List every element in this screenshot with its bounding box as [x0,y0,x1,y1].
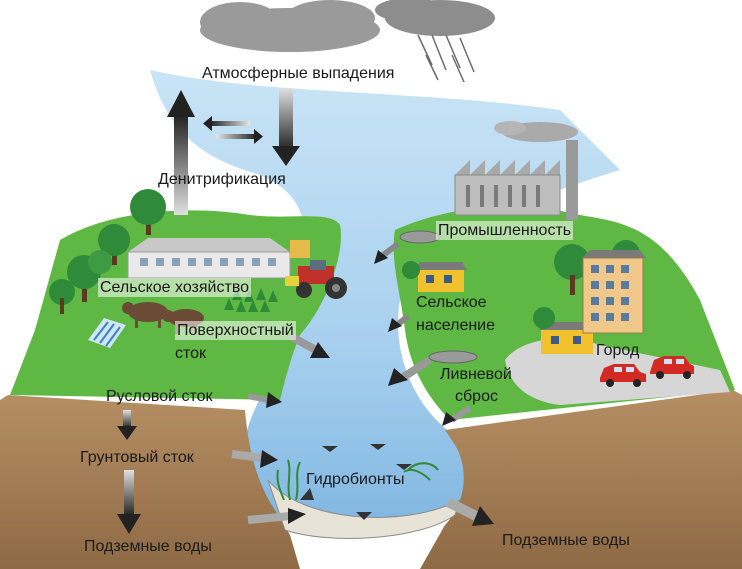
irrigation-icon [88,318,126,348]
rain-icon [417,34,475,83]
pipe-icon [399,230,478,364]
arrow-ground-down [117,470,141,534]
arrow-channel-runoff [247,392,282,408]
label-denitrification: Денитрификация [158,171,286,188]
label-rural-population-2: население [416,317,496,334]
arrow-groundwater-in [247,508,306,524]
label-surface-runoff-2: сток [175,345,207,362]
label-hydrobionts: Гидробионты [306,471,405,488]
cloud-icon [200,0,495,52]
farm-building-icon [127,238,310,279]
label-storm-drain-1: Ливневой [440,366,512,383]
label-groundwater-left: Подземные воды [84,538,212,555]
label-channel-runoff: Русловой сток [106,388,213,405]
arrow-rural [388,313,410,332]
tractor-icon [285,260,347,299]
arrow-storm [388,356,433,386]
arrow-channel-down [117,410,137,440]
crops-icon [224,288,278,312]
arrow-down-atmosphere [272,88,300,166]
label-city: Город [596,342,640,359]
label-agriculture: Сельское хозяйство [98,278,252,297]
apartment-building-icon [582,250,646,334]
label-groundwater-right: Подземные воды [502,532,630,549]
arrow-exchange [203,116,263,144]
arrow-industry [374,241,400,264]
arrows-hydrobionts [300,444,412,520]
trees-left [49,189,166,314]
arrow-groundwater-out [445,497,494,526]
soil-left [0,395,300,569]
factory-icon [454,121,578,220]
label-atmospheric-deposition: Атмосферные выпадения [202,65,395,82]
car-icon [600,356,694,387]
label-ground-runoff: Грунтовый сток [80,449,194,466]
aquatic-plants-icon [276,459,439,501]
arrow-ground-runoff-right [231,450,278,468]
label-surface-runoff-1: Поверхностный [175,321,296,340]
label-rural-population-1: Сельское [416,294,487,311]
label-storm-drain-2: сброс [455,388,498,405]
label-industry: Промышленность [436,221,574,240]
arrow-storm-2 [442,405,472,426]
arrow-up-atmosphere [167,90,195,215]
soil-right [420,390,742,569]
